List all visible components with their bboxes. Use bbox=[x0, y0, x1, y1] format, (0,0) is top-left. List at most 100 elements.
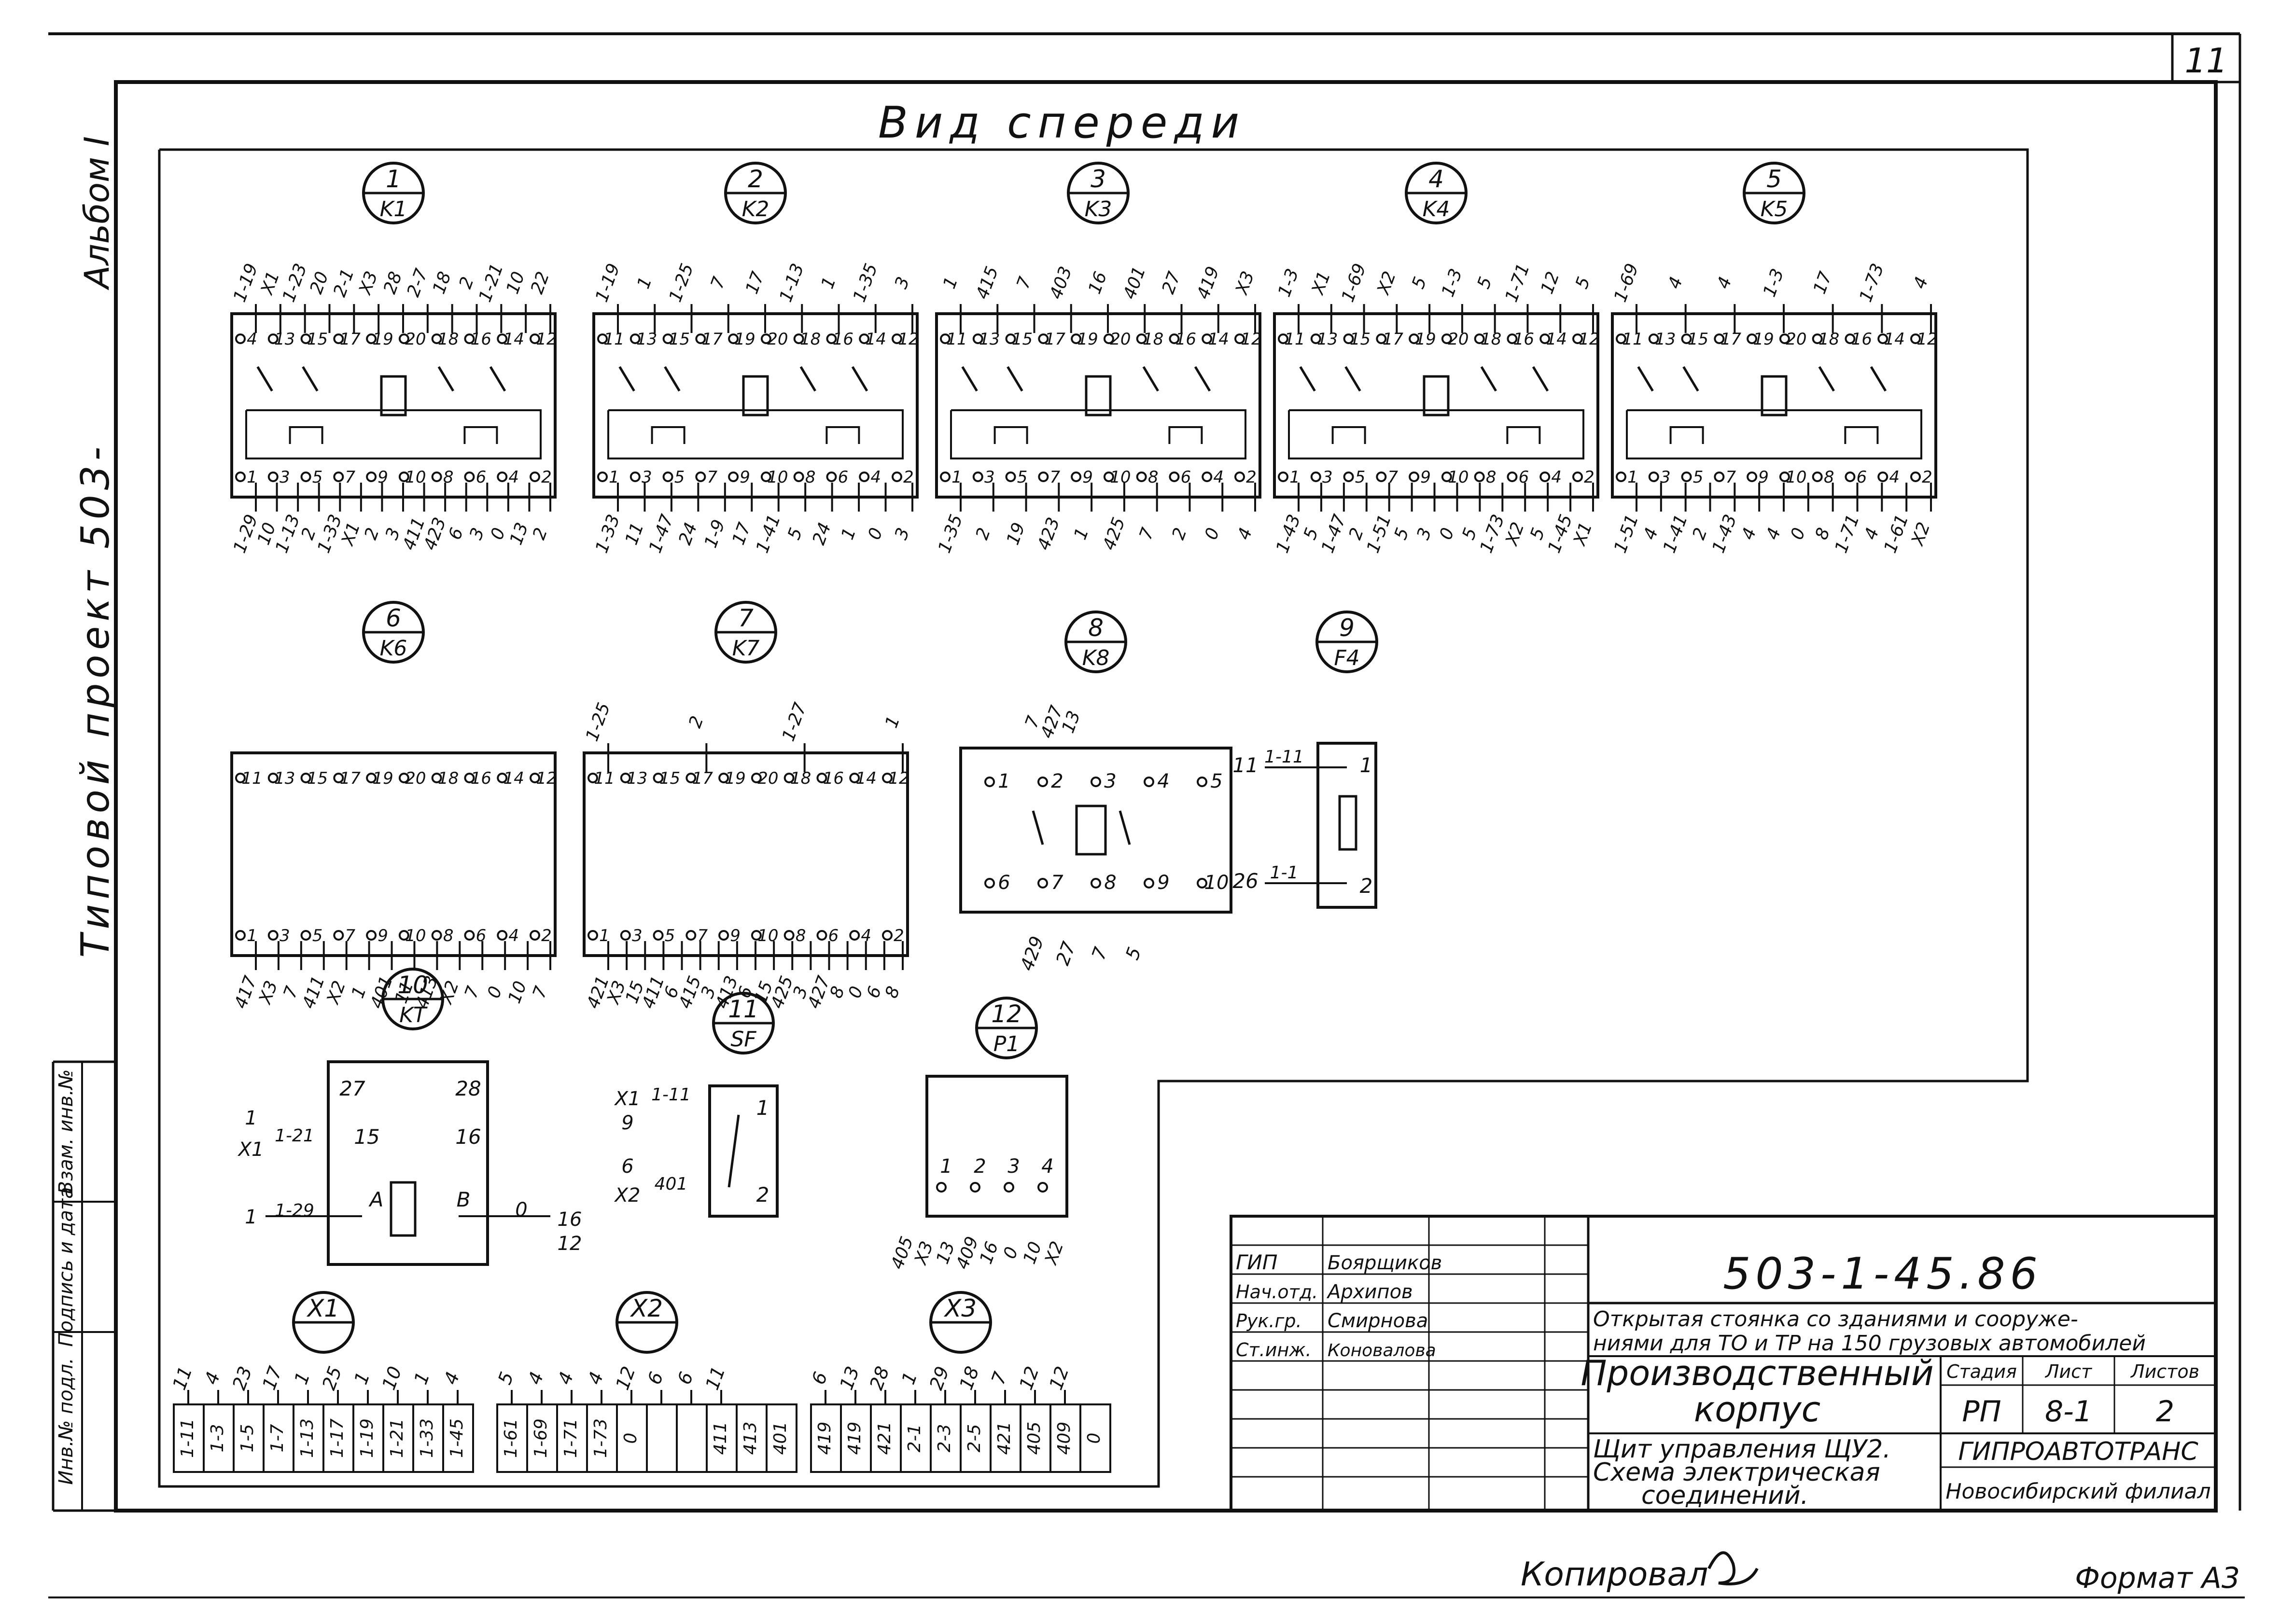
relay-k5-contact bbox=[1818, 366, 1835, 392]
terminal-strip-x3-wire-top: 29 bbox=[925, 1363, 953, 1392]
relay-k1-terminal-bottom-label: 4 bbox=[508, 468, 519, 487]
relay-k6-badge-code: K6 bbox=[380, 636, 407, 661]
relay-k7-terminal-top bbox=[751, 773, 762, 783]
relay-k3-terminal-bottom-label: 5 bbox=[1017, 468, 1028, 487]
relay-k4-wire-bottom: 1-51 bbox=[1363, 512, 1395, 556]
relay-k4-wire-top: 5 bbox=[1572, 274, 1594, 291]
relay-k8-terminal-top-label: 5 bbox=[1210, 770, 1222, 792]
terminal-strip-x2-wire-top: 6 bbox=[643, 1369, 668, 1388]
relay-k5-terminal-top-label: 20 bbox=[1786, 330, 1806, 349]
terminal-strip-x2-wire-top: 6 bbox=[673, 1369, 698, 1388]
fuse-f4-terminal-2: 2 bbox=[1360, 874, 1373, 898]
relay-k6-wire-bottom: 7 bbox=[280, 984, 302, 1001]
relay-k3-wire-top: 1 bbox=[939, 274, 962, 291]
fuse-f4-body bbox=[1316, 742, 1377, 909]
relay-k4-terminal-bottom bbox=[1310, 472, 1321, 482]
relay-k2-contact bbox=[618, 366, 635, 392]
sheet-value: 8-1 bbox=[2045, 1395, 2092, 1429]
terminal-strip-x2-cell-label: 411 bbox=[711, 1422, 730, 1455]
fuse-f4-input-2: 26 bbox=[1232, 869, 1258, 893]
relay-k2-terminal-bottom-label: 8 bbox=[805, 468, 816, 487]
relay-k4-terminal-top-label: 19 bbox=[1415, 330, 1436, 349]
relay-k6-terminal-bottom bbox=[267, 930, 279, 941]
relay-k8-terminal-bottom-label: 10 bbox=[1204, 872, 1229, 894]
relay-k1-terminal-top bbox=[464, 333, 475, 344]
relay-k8-coil bbox=[1075, 805, 1107, 856]
relay-k5-terminal-bottom bbox=[1616, 472, 1626, 482]
device-p1-terminal: 4 bbox=[1041, 1155, 1053, 1178]
terminal-strip-x3-wire-top: 28 bbox=[866, 1363, 894, 1392]
relay-k8-terminal-top bbox=[1144, 777, 1154, 787]
relay-k7-terminal-top-label: 17 bbox=[692, 769, 713, 788]
relay-k5-contact bbox=[1870, 366, 1887, 392]
relay-k4-wire-top: 12 bbox=[1537, 269, 1563, 297]
relay-k7-terminal-top-label: 12 bbox=[888, 769, 909, 788]
terminal-strip-x1-wire-top: 11 bbox=[168, 1363, 196, 1392]
relay-k1-terminal-top bbox=[398, 333, 409, 344]
relay-k1-terminal-top bbox=[300, 333, 311, 344]
relay-k1-badge: 1K1 bbox=[362, 162, 425, 224]
relay-k3-terminal-bottom bbox=[940, 472, 951, 482]
relay-k2-contact bbox=[851, 366, 868, 392]
album-label: Альбом I bbox=[77, 136, 117, 291]
relay-k1-wire-top: 1-21 bbox=[475, 261, 507, 305]
terminal-strip-x3-badge: X3 bbox=[929, 1291, 992, 1354]
relay-k6-terminal-bottom-label: 5 bbox=[312, 926, 323, 945]
relay-k2-wire-bottom: 24 bbox=[809, 520, 835, 548]
relay-k1-terminal-bottom bbox=[497, 472, 508, 482]
relay-k3-wire-bottom: 2 bbox=[972, 525, 994, 542]
terminal-strip-x2-wire-top: 5 bbox=[494, 1369, 518, 1388]
relay-k2-terminal-top bbox=[760, 333, 771, 344]
terminal-strip-x1-cell-label: 1-3 bbox=[208, 1424, 227, 1453]
relay-k5-terminal-top-label: 17 bbox=[1720, 330, 1742, 349]
relay-k2-aux-contact bbox=[651, 426, 685, 444]
role-group: Рук.гр. bbox=[1236, 1310, 1302, 1332]
relay-k3-contact bbox=[961, 366, 978, 392]
relay-k6-terminal-top-label: 15 bbox=[307, 769, 328, 788]
relay-k1-wire-top: 2-7 bbox=[404, 266, 432, 299]
relay-k4-badge-code: K4 bbox=[1423, 197, 1450, 222]
relay-k6-terminal-bottom-label: 7 bbox=[345, 926, 356, 945]
relay-k2-terminal-bottom-label: 9 bbox=[740, 468, 750, 487]
relay-k3-terminal-top-label: 18 bbox=[1143, 330, 1163, 349]
relay-k5-terminal-bottom-label: 4 bbox=[1889, 468, 1900, 487]
relay-k6-terminal-bottom bbox=[235, 930, 246, 941]
relay-k5-wire-bottom: 1-41 bbox=[1660, 512, 1692, 556]
relay-k3-body bbox=[935, 312, 1261, 499]
terminal-strip-x3-cell-label: 0 bbox=[1084, 1433, 1104, 1444]
org-name: ГИПРОАВТОТРАНС bbox=[1958, 1437, 2198, 1466]
terminal-strip-x2-cell-label: 1-71 bbox=[561, 1418, 581, 1458]
relay-k6-terminal-top-label: 20 bbox=[405, 769, 426, 788]
relay-k1-wire-top: 2 bbox=[456, 274, 478, 291]
relay-k8-terminal-bottom-label: 8 bbox=[1104, 872, 1116, 894]
relay-k3-terminal-bottom-label: 6 bbox=[1181, 468, 1191, 487]
relay-k4-wire-bottom: 5 bbox=[1526, 525, 1549, 542]
breaker-sf-terminal-1: 1 bbox=[756, 1096, 769, 1120]
relay-k5-wire-bottom: X2 bbox=[1907, 520, 1934, 549]
relay-k7-terminal-top-label: 14 bbox=[856, 769, 877, 788]
relay-k1-wire-top: 28 bbox=[380, 269, 406, 297]
relay-k3-wire-top: 27 bbox=[1159, 269, 1185, 296]
relay-k3-wire-bottom: 1 bbox=[1070, 525, 1092, 542]
relay-k3-terminal-bottom-label: 2 bbox=[1246, 468, 1257, 487]
relay-k2-terminal-top-label: 15 bbox=[669, 330, 690, 349]
terminal-strip-x1-wire-top: 17 bbox=[258, 1363, 286, 1392]
name-engineer: Коновалова bbox=[1328, 1341, 1436, 1360]
relay-k8-terminal-bottom bbox=[984, 878, 995, 888]
relay-k5-wire-bottom: 4 bbox=[1640, 525, 1662, 542]
relay-k4-terminal-top bbox=[1409, 333, 1420, 344]
fuse-f4-input-1-wire: 1-11 bbox=[1264, 747, 1304, 767]
relay-k3-aux-contact bbox=[993, 426, 1028, 444]
relay-k5-wire-bottom: 1-43 bbox=[1708, 512, 1740, 556]
breaker-sf-terminal-2: 2 bbox=[756, 1183, 769, 1207]
terminal-strip-x1-wire-top: 25 bbox=[318, 1363, 346, 1392]
relay-k4-terminal-top-label: 18 bbox=[1481, 330, 1501, 349]
relay-k4-terminal-top bbox=[1539, 333, 1551, 344]
relay-k4-contact bbox=[1299, 366, 1316, 392]
relay-k4-terminal-top bbox=[1507, 333, 1518, 344]
